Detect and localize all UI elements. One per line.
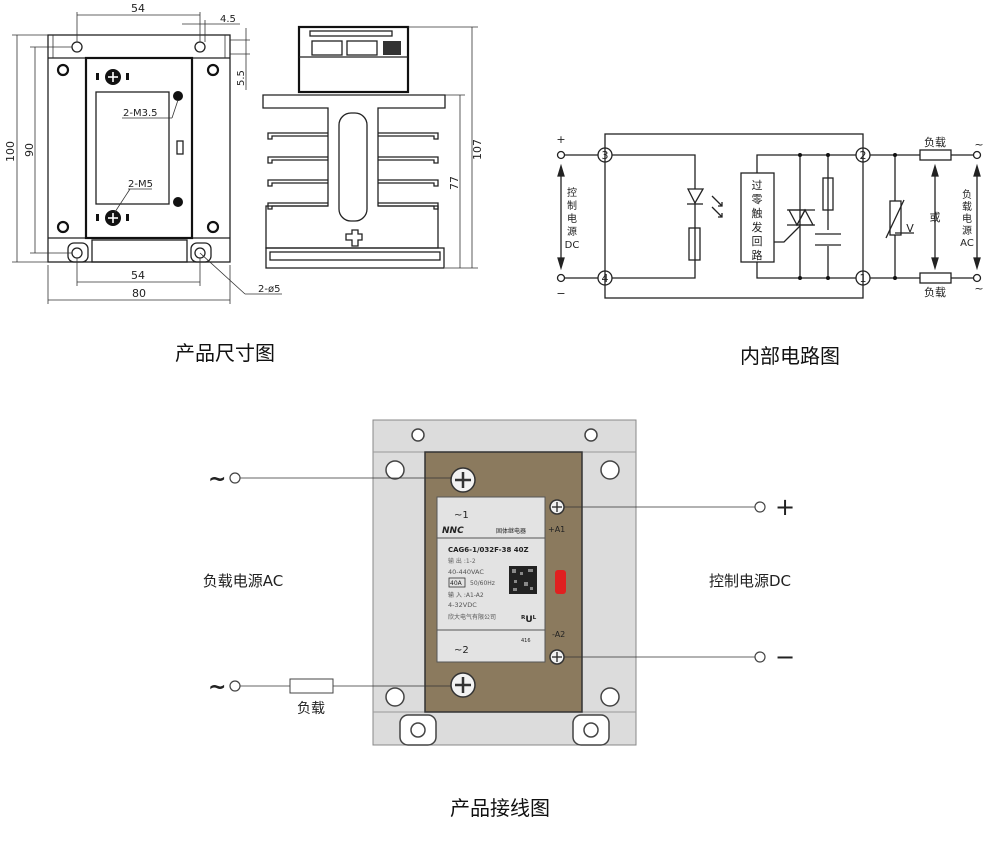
svg-text:AC: AC [960,238,974,249]
input-terminals: 输 入 :A1-A2 [448,591,484,599]
terminal-3: 3 [602,149,609,162]
dim-top-margin: 5.5 [236,70,247,86]
load-resistor-icon [919,149,952,161]
brand-logo: NNC [442,526,464,536]
load-label-bottom: 负载 [924,285,946,299]
varistor-label: V [906,222,914,235]
ac-tilde-bottom: ~ [974,282,983,295]
resistor-icon [688,227,701,261]
output-voltage: 40-440VAC [448,568,484,576]
date-code: 416 [521,638,531,644]
svg-text:路: 路 [752,249,763,262]
svg-text:零: 零 [752,193,763,206]
current-rating: 40A [450,580,463,587]
label-screw-large: 2-M5 [128,179,153,190]
double-arrow-icon [557,163,981,271]
svg-text:电: 电 [567,212,577,225]
dimension-drawing-side: 107 77 [262,25,484,269]
manufacturer: 欣大电气有限公司 [448,613,496,621]
svg-text:回: 回 [752,235,763,248]
dim-top-width: 54 [131,2,145,15]
terminal-1: 1 [860,272,867,285]
model-number: CAG6-1/032F-38 40Z [448,546,529,554]
label-a1: +A1 [548,525,565,534]
dim-side-height: 107 [471,139,484,160]
varistor-icon [885,199,914,239]
svg-text:控: 控 [567,186,577,199]
dim-width-total: 80 [132,287,146,300]
capacitor-icon [815,230,841,246]
svg-text:源: 源 [962,224,972,237]
triac-icon [774,208,815,243]
status-led [555,570,566,594]
load-resistor-icon [289,678,334,694]
ac-tilde-top: ~ [974,138,983,151]
dimension-drawing-front: 54 4.5 5.5 100 90 54 80 2-M3.5 2-M5 2-ø5 [4,2,282,304]
terminal-icon [556,147,982,286]
control-supply-dc-label: 控制电源DC [709,572,791,590]
plus-sign: + [775,493,795,521]
wiring-diagram: ~1 NNC 固体继电器 +A1 CAG6-1/032F-38 40Z 输 出 … [203,419,795,746]
load-supply-ac-label: 负载电源AC [203,572,283,590]
terminal-4: 4 [602,272,609,285]
title-dimensions: 产品尺寸图 [175,341,275,365]
title-circuit: 内部电路图 [740,344,840,368]
svg-text:制: 制 [567,199,577,212]
dim-bottom-spacing: 54 [131,269,145,282]
zero-cross-label: 过零 触发 回路 [752,179,763,262]
label-mount-hole: 2-ø5 [258,284,280,295]
product-name: 固体继电器 [496,527,526,535]
title-wiring: 产品接线图 [450,796,550,820]
minus-sign: − [556,287,565,300]
svg-text:负: 负 [962,188,972,201]
plus-sign: + [556,133,565,146]
load-resistor-icon [919,272,952,284]
svg-text:发: 发 [752,220,763,234]
led-icon [686,188,723,218]
input-voltage: 4-32VDC [448,601,477,609]
dim-height-total: 100 [4,141,17,162]
load-supply-label: 负载 电源 AC [960,188,974,249]
ac-symbol-top: ~ [208,467,226,492]
terminal-2: 2 [860,149,867,162]
svg-text:载: 载 [962,201,972,213]
minus-sign: − [775,643,795,671]
svg-text:DC: DC [565,240,580,251]
svg-text:电: 电 [962,212,972,225]
label-terminal-1: ~1 [454,510,469,521]
svg-text:过: 过 [752,179,763,192]
terminal-icon [229,472,766,692]
hole-icon [56,41,220,263]
svg-text:触: 触 [752,206,763,220]
circuit-diagram: 3 4 2 1 + − 负载 负载 或 ~ ~ V 控制 电源 DC 过零 触发… [556,133,983,300]
control-supply-label: 控制 电源 DC [565,186,580,251]
load-label: 负载 [297,701,325,717]
svg-text:源: 源 [567,225,577,238]
label-terminal-2: ~2 [454,645,469,656]
load-label-top: 负载 [924,135,946,149]
label-a2: -A2 [552,630,565,639]
screw-icon [450,467,565,698]
label-screw-small: 2-M3.5 [123,108,158,119]
output-terminals: 输 出 :1-2 [448,557,476,565]
resistor-icon [822,177,834,211]
dim-height-holes: 90 [23,143,36,157]
mounting-hole-icon [385,428,620,746]
or-label: 或 [930,211,941,224]
dim-heatsink-height: 77 [448,176,461,190]
dim-hole-offset: 4.5 [220,14,236,25]
frequency: 50/60Hz [470,580,495,587]
ul-mark-icon: ᴿUᴸ [521,615,537,625]
ac-symbol-bottom: ~ [208,675,226,700]
